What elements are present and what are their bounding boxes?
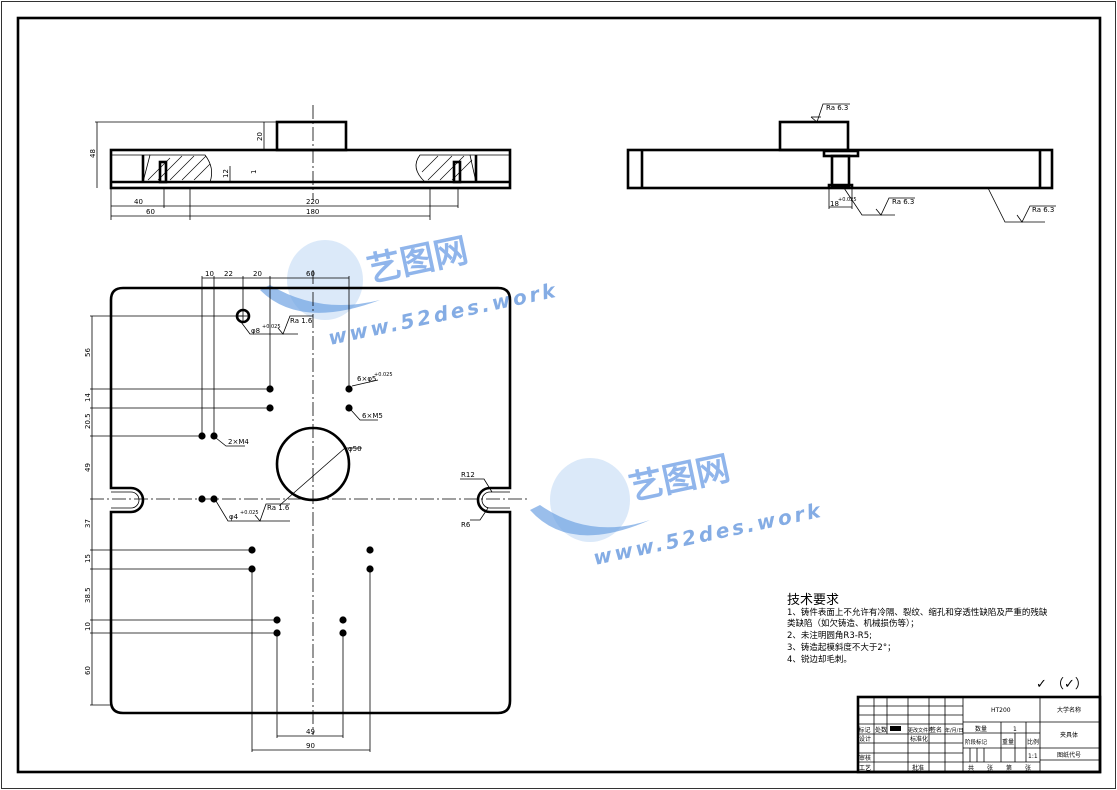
watermark-middle: 艺图网 www.52des.work [530,448,825,570]
surface-symbol: ✓ （✓） [1036,677,1088,692]
dim-40: 40 [134,198,143,206]
tech-line-1: 1、铸件表面上不允许有冷隔、裂纹、缩孔和穿透性缺陷及严重的残缺 [787,607,1048,618]
tb-process: 工艺 [859,764,871,772]
dim-22: 22 [224,270,233,278]
tb-material: HT200 [991,707,1011,714]
callout-holes5: 6×φ5 [357,375,376,383]
tb-sheet-unit: 张 [1025,764,1031,772]
bore-50 [275,426,351,502]
tb-mark: 标记 [859,726,871,734]
callout-m4: 2×M4 [228,438,249,446]
dim-49-bottom: 49 [306,728,315,736]
front-section-view: 48 20 12 1 40 220 60 180 [89,105,512,220]
tb-scale: 1:1 [1028,753,1038,760]
tech-line-2: 2、未注明圆角R3-R5; [787,630,872,641]
dim-10: 10 [205,270,214,278]
callout-ra1: Ra 1.6 [290,317,313,325]
tb-quantity-label: 数量 [975,725,987,733]
dim-20: 20 [256,132,264,141]
drawing-frame [16,16,1102,774]
dim-18-slot: 18 [830,200,839,208]
callout-pin8-tol: +0.025 [262,324,281,330]
roughness-slot: Ra 6.3 [892,198,914,206]
dim-20-top: 20 [253,270,262,278]
tb-approve: 批准 [912,764,924,772]
dim-1: 1 [250,170,258,174]
dim-220: 220 [306,198,319,206]
roughness-top: Ra 6.3 [826,104,848,112]
plan-view: φ50 10 22 20 60 56 14 20.5 49 37 15 [84,270,530,752]
tb-scale-label: 比例 [1027,738,1039,746]
dim-15: 15 [84,554,92,563]
dim-12: 12 [222,169,230,178]
tech-title: 技术要求 [787,593,839,608]
dim-49: 49 [84,463,92,472]
tb-weight: 重量 [1002,738,1014,746]
tech-requirements: 技术要求 1、铸件表面上不允许有冷隔、裂纹、缩孔和穿透性缺陷及严重的残缺 类缺陷… [787,593,1088,692]
tb-sheets-total: 共 [968,764,974,772]
tb-stage: 阶段标记 [965,738,988,746]
side-view: 18 +0.025 Ra 6.3 Ra 6.3 Ra 6.3 [626,103,1056,223]
dim-10-left: 10 [84,622,92,631]
watermark-logo: 艺图网 [364,230,472,290]
callout-pin4: φ4 [229,513,239,521]
tb-count: 处数 [875,726,887,734]
tech-line-1b: 类缺陷（如欠铸造、机械损伤等）； [787,618,919,629]
callout-bore: φ50 [348,445,362,453]
tb-change-doc: 更改文件号 [908,727,933,734]
callout-pin4-tol: +0.025 [240,510,259,516]
dim-14: 14 [84,393,92,402]
tb-designer: 设计 [859,735,871,743]
callout-r12: R12 [461,471,475,479]
tb-date: 年/月/日 [945,727,963,734]
roughness-bottom: Ra 6.3 [1032,206,1054,214]
dim-180: 180 [306,208,319,216]
callout-m5: 6×M5 [362,412,383,420]
tb-reviewer: 审核 [859,754,871,762]
dim-60: 60 [146,208,155,216]
tb-school: 大学名称 [1057,706,1081,714]
tb-drawing-no: 图纸代号 [1057,751,1081,759]
tb-standard: 标准化 [910,735,928,743]
watermark-logo: 艺图网 [626,448,734,508]
tb-sheets-unit: 张 [987,764,993,772]
dim-38-5: 38.5 [84,587,92,603]
dim-20-5: 20.5 [84,413,92,429]
dim-37: 37 [84,519,92,528]
tech-line-3: 3、铸造起模斜度不大于2°； [787,642,896,653]
dim-60-left: 60 [84,666,92,675]
dim-56: 56 [84,348,92,357]
callout-pin8: φ8 [251,327,260,335]
callout-r6: R6 [461,521,471,529]
tb-quantity: 1 [1013,726,1017,733]
dim-48: 48 [89,149,97,158]
callout-ra2: Ra 1.6 [267,504,290,512]
dim-90: 90 [306,742,315,750]
dim-60-top: 60 [306,270,315,278]
tb-sign: 签名 [930,726,942,734]
slot-tolerance: +0.025 [838,197,857,203]
tb-sheet-no: 第 [1006,764,1012,772]
title-block: 标记 处数 更改文件号 签名 年/月/日 设计 标准化 审核 工艺 批准 HT2… [856,695,1102,774]
watermark-top: 艺图网 www.52des.work [260,230,560,350]
tech-line-4: 4、锐边却毛刺。 [787,654,852,665]
tb-part-name: 夹具体 [1060,731,1078,739]
callout-holes5-tol: +0.025 [374,372,393,378]
